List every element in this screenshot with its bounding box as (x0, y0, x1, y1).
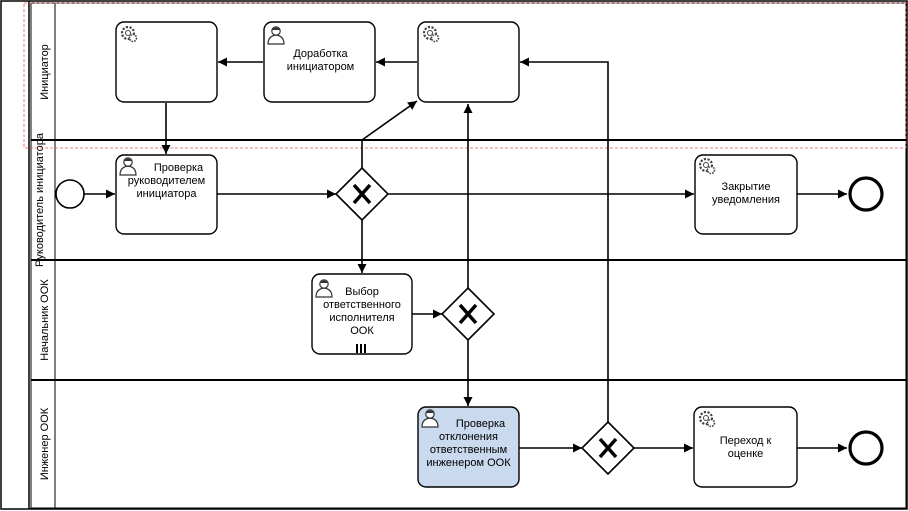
task-boxes (115, 21, 798, 488)
gear-icon (422, 25, 440, 43)
task-manager-review-label: Проверка руководителем инициатора (116, 162, 217, 201)
user-icon (267, 26, 285, 45)
flow-gateway-to-service (361, 100, 418, 168)
lane-labels: Инициатор Руководитель инициатора Началь… (34, 44, 51, 480)
label-line: ответственного (323, 299, 401, 311)
x-mark-icon (352, 183, 372, 205)
exclusive-gateway-engineer[interactable] (580, 420, 636, 476)
task-close-notify[interactable] (694, 154, 798, 235)
label-line: исполнителя (329, 312, 395, 324)
label-line: Закрытие (721, 181, 771, 193)
x-mark-icon (458, 303, 478, 325)
label-line: Доработка (293, 48, 348, 60)
sequence-flows (84, 57, 847, 453)
lane-area (30, 2, 907, 509)
end-event-manager[interactable] (848, 176, 884, 212)
gear-icon (698, 410, 716, 428)
task-service-right[interactable] (417, 21, 520, 103)
task-select-executor-label: Выбор ответственного исполнителя ООК (312, 286, 412, 338)
label-line: отклонения (439, 431, 498, 443)
task-manager-review[interactable] (115, 154, 218, 235)
label-line: оценке (727, 448, 764, 460)
end-event-engineer[interactable] (848, 430, 884, 466)
start-event[interactable] (55, 179, 85, 209)
exclusive-gateway-head[interactable] (440, 286, 496, 342)
label-line: Выбор (345, 286, 379, 298)
task-engineer-review-label: Проверка отклонения ответственным инжене… (418, 418, 519, 470)
label-line: инициатором (286, 61, 355, 73)
flow-gateway-back-to-service (520, 57, 609, 422)
task-select-executor[interactable] (311, 273, 413, 355)
selection-boundary (23, 2, 907, 149)
task-engineer-review[interactable] (417, 406, 520, 488)
gear-icon (698, 157, 716, 175)
lane-label-head: Начальник ООК (39, 279, 51, 361)
user-icon (421, 409, 439, 428)
label-line: уведомления (712, 194, 780, 206)
lane-label-initiator: Инициатор (39, 44, 51, 100)
label-line: Проверка (455, 418, 506, 430)
label-line: Переход к (719, 435, 772, 447)
label-line: руководителем (127, 175, 206, 187)
user-icon (315, 279, 333, 298)
task-rework[interactable] (263, 21, 376, 103)
multi-instance-icon (356, 344, 366, 353)
lane-label-manager: Руководитель инициатора (34, 132, 46, 267)
label-line: ООК (350, 325, 374, 337)
task-to-assessment-label: Переход к оценке (694, 435, 797, 461)
lane-label-manager-text: Руководитель инициатора (34, 132, 46, 267)
task-close-notify-label: Закрытие уведомления (695, 181, 797, 207)
task-to-assessment[interactable] (693, 406, 798, 488)
gear-icon (120, 25, 138, 43)
task-service-left[interactable] (115, 21, 218, 103)
lane-label-engineer: Инженер ООК (39, 407, 51, 480)
exclusive-gateway-manager[interactable] (334, 166, 390, 222)
label-line: инженером ООК (426, 457, 511, 469)
label-line: ответственным (429, 444, 508, 456)
label-line: Проверка (153, 162, 204, 174)
task-rework-label: Доработка инициатором (266, 48, 375, 74)
label-line: инициатора (136, 188, 197, 200)
x-mark-icon (598, 437, 618, 459)
user-icon (119, 157, 137, 176)
